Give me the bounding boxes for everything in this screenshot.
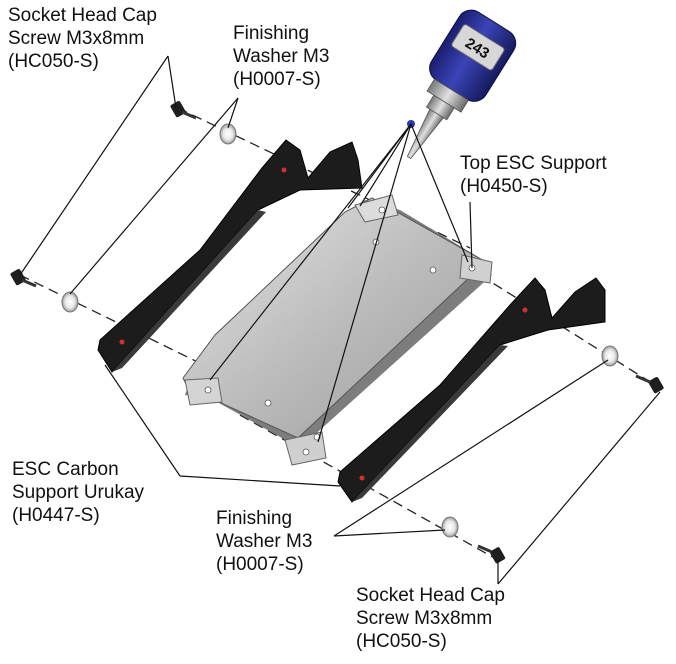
washers <box>61 123 619 538</box>
label-washer-bottom: Finishing Washer M3 (H0007-S) <box>216 508 313 575</box>
leader-lines <box>19 55 661 585</box>
screw-bottom-right <box>477 544 506 564</box>
label-esc-carbon-support: ESC Carbon Support Urukay (H0447-S) <box>12 459 145 526</box>
label-washer-top: Finishing Washer M3 (H0007-S) <box>233 23 330 90</box>
carbon-support-left <box>97 139 363 373</box>
label-screw-bottom-right: Socket Head Cap Screw M3x8mm (HC050-S) <box>356 585 505 652</box>
label-top-esc-support: Top ESC Support (H0450-S) <box>460 153 607 197</box>
screw-top-left <box>170 101 197 120</box>
carbon-support-right <box>337 277 606 503</box>
screw-right <box>635 374 664 394</box>
threadlocker-bottle: 243 <box>406 9 517 160</box>
top-esc-support-plate <box>182 194 493 466</box>
label-screw-top-left: Socket Head Cap Screw M3x8mm (HC050-S) <box>8 5 157 72</box>
